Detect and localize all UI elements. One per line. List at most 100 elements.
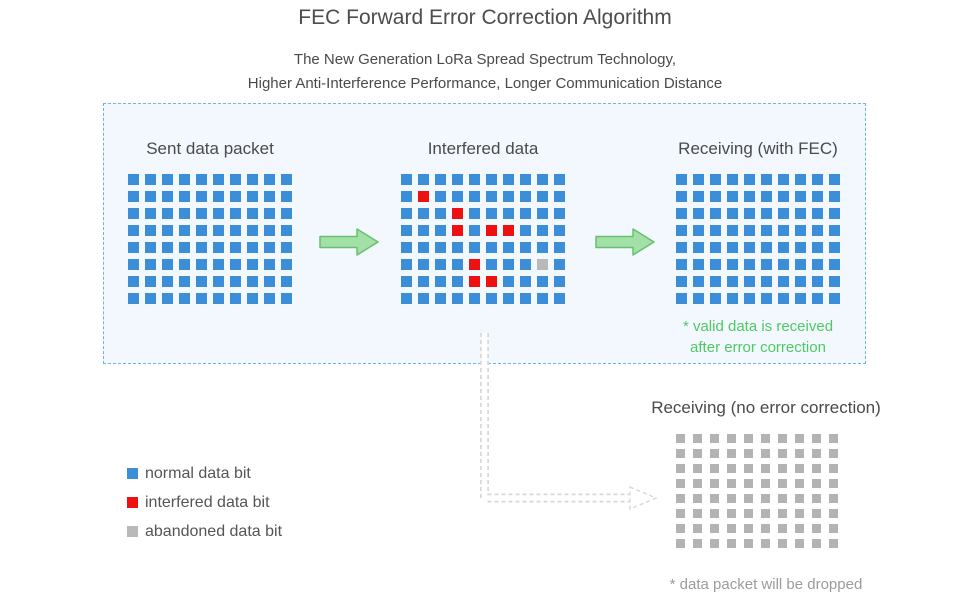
data-bit-normal [128,174,139,185]
data-bit-normal [537,293,548,304]
data-bit-normal [812,259,823,270]
data-bit-normal [230,208,241,219]
data-bit-normal [162,191,173,202]
data-bit-normal [829,293,840,304]
data-bit-normal [744,276,755,287]
data-bit-normal [693,225,704,236]
data-bit-normal [247,191,258,202]
data-bit-dropped [761,479,770,488]
data-bit-normal [230,225,241,236]
data-bit-normal [761,225,772,236]
valid-data-note-line-2: after error correction [690,339,826,356]
data-bit-normal [230,174,241,185]
data-bit-normal [761,191,772,202]
data-bit-dropped [795,434,804,443]
data-bit-normal [401,174,412,185]
valid-data-note-line-1: * valid data is received [682,318,834,335]
data-bit-normal [247,293,258,304]
data-bit-normal [778,242,789,253]
data-bit-dropped [744,524,753,533]
data-bit-dropped [727,434,736,443]
data-bit-normal [145,259,156,270]
data-bit-normal [247,259,258,270]
data-bit-dropped [778,524,787,533]
data-bit-normal [554,242,565,253]
data-bit-normal [401,259,412,270]
data-bit-normal [486,191,497,202]
data-bit-interfered [452,225,463,236]
data-bit-dropped [829,464,838,473]
data-bit-normal [812,225,823,236]
data-bit-normal [401,191,412,202]
data-bit-normal [676,208,687,219]
data-bit-normal [179,242,190,253]
data-bit-dropped [761,494,770,503]
data-bit-normal [452,191,463,202]
data-bit-dropped [693,539,702,548]
data-bit-dropped [744,509,753,518]
data-bit-normal [761,208,772,219]
data-bit-normal [128,208,139,219]
data-bit-dropped [727,539,736,548]
panel-sent-data: Sent data packet [128,137,292,304]
data-bit-normal [418,259,429,270]
data-bit-normal [761,242,772,253]
data-bit-normal [693,242,704,253]
data-bit-normal [520,242,531,253]
data-bit-dropped [693,449,702,458]
data-bit-normal [744,208,755,219]
data-bit-normal [162,242,173,253]
data-bit-normal [179,174,190,185]
data-bit-normal [264,174,275,185]
data-bit-normal [829,174,840,185]
data-bit-normal [435,276,446,287]
panel-interfered-data: Interfered data [401,137,565,304]
data-bit-normal [537,208,548,219]
data-bit-normal [128,242,139,253]
data-bit-normal [247,225,258,236]
data-bit-normal [418,208,429,219]
data-bit-dropped [693,464,702,473]
data-bit-normal [196,208,207,219]
legend-item-interfered: interfered data bit [127,488,282,517]
data-bit-dropped [778,434,787,443]
data-bit-dropped [744,434,753,443]
data-bit-normal [693,276,704,287]
data-bit-dropped [693,524,702,533]
data-bit-normal [281,174,292,185]
data-bit-normal [520,208,531,219]
data-bit-dropped [761,524,770,533]
data-bit-normal [761,174,772,185]
data-bit-normal [435,208,446,219]
legend-label-interfered: interfered data bit [145,493,270,511]
data-bit-normal [418,225,429,236]
data-bit-dropped [795,464,804,473]
data-bit-normal [196,276,207,287]
data-bit-normal [230,293,241,304]
data-bit-dropped [676,449,685,458]
data-bit-normal [761,293,772,304]
subtitle-line-1: The New Generation LoRa Spread Spectrum … [293,51,677,68]
data-bit-normal [435,242,446,253]
data-bit-normal [503,293,514,304]
data-bit-dropped [795,449,804,458]
data-bit-normal [727,225,738,236]
data-bit-normal [128,276,139,287]
data-bit-dropped [676,539,685,548]
data-bit-dropped [727,449,736,458]
data-bit-normal [469,242,480,253]
data-bit-normal [435,225,446,236]
page-title: FEC Forward Error Correction Algorithm [298,6,672,29]
data-bit-normal [795,174,806,185]
data-bit-normal [469,225,480,236]
data-bit-interfered [486,276,497,287]
data-bit-dropped [795,524,804,533]
data-bit-normal [469,174,480,185]
data-bit-normal [179,276,190,287]
data-bit-normal [179,259,190,270]
sent-data-grid [128,174,292,304]
data-bit-dropped [693,479,702,488]
panel-receiving-label: Receiving (with FEC) [678,139,838,158]
legend: normal data bit interfered data bit aban… [127,459,282,546]
data-bit-normal [469,208,480,219]
